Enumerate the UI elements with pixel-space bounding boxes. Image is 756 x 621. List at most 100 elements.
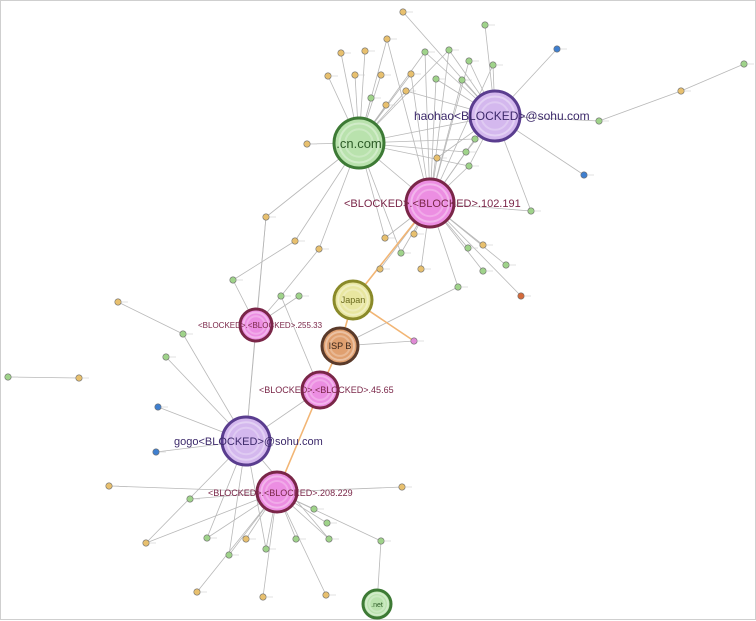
graph-node-small[interactable] xyxy=(481,21,495,29)
graph-node-small[interactable] xyxy=(407,70,421,78)
graph-node-small[interactable] xyxy=(262,213,276,221)
graph-node-small[interactable] xyxy=(154,403,168,411)
graph-node-small[interactable] xyxy=(465,162,479,170)
graph-node-small[interactable] xyxy=(402,87,416,95)
graph-node-small[interactable] xyxy=(417,265,431,273)
graph-node-small[interactable] xyxy=(162,353,176,361)
graph-node-small[interactable] xyxy=(398,483,412,491)
graph-node-label: .cn.com xyxy=(336,136,382,151)
graph-node-small[interactable] xyxy=(383,35,397,43)
graph-node-small[interactable] xyxy=(382,101,396,109)
graph-node-small[interactable] xyxy=(242,535,256,543)
graph-node-small[interactable] xyxy=(377,71,391,79)
graph-node-small[interactable] xyxy=(479,241,493,249)
graph-node-small[interactable] xyxy=(114,298,128,306)
graph-node-small[interactable] xyxy=(152,448,166,456)
graph-node-small[interactable] xyxy=(229,276,243,284)
graph-node-small[interactable] xyxy=(323,519,337,527)
graph-node-ip45[interactable]: <BLOCKED>.<BLOCKED>.45.65 xyxy=(259,370,394,410)
graph-node-small[interactable] xyxy=(399,8,413,16)
graph-node-ip208[interactable]: <BLOCKED>.<BLOCKED>.208.229 xyxy=(208,470,353,514)
graph-node-small[interactable] xyxy=(179,330,193,338)
graph-node-small[interactable] xyxy=(677,87,691,95)
graph-node-small[interactable] xyxy=(291,237,305,245)
graph-node-small[interactable] xyxy=(421,48,435,56)
graph-node-small[interactable] xyxy=(337,49,351,57)
graph-node-small[interactable] xyxy=(479,267,493,275)
graph-node-label: Japan xyxy=(341,295,366,305)
graph-edge xyxy=(145,491,278,544)
graph-node-label: .net xyxy=(371,602,383,609)
graph-node-small[interactable] xyxy=(410,230,424,238)
graph-node-small[interactable] xyxy=(740,60,754,68)
graph-node-small[interactable] xyxy=(595,117,609,125)
graph-node-small[interactable] xyxy=(580,171,594,179)
graph-node-small[interactable] xyxy=(193,588,207,596)
graph-node-small[interactable] xyxy=(433,154,447,162)
graph-node-small[interactable] xyxy=(292,535,306,543)
graph-node-net[interactable]: .net xyxy=(361,588,393,620)
small-nodes-layer xyxy=(4,8,754,601)
graph-node-small[interactable] xyxy=(4,373,18,381)
graph-edge xyxy=(598,90,682,122)
graph-node-small[interactable] xyxy=(381,234,395,242)
graph-node-small[interactable] xyxy=(259,593,273,601)
graph-node-ip255[interactable]: <BLOCKED>.<BLOCKED>.255.33 xyxy=(198,307,323,343)
graph-node-small[interactable] xyxy=(105,482,119,490)
graph-node-small[interactable] xyxy=(303,140,317,148)
graph-edge xyxy=(339,286,459,347)
graph-edge xyxy=(232,240,296,281)
graph-edge xyxy=(280,248,320,297)
graph-node-ip102[interactable]: <BLOCKED>.<BLOCKED>.102.191 xyxy=(344,177,521,229)
graph-node-label: <BLOCKED>.<BLOCKED>.45.65 xyxy=(259,385,394,395)
graph-node-small[interactable] xyxy=(367,94,381,102)
graph-node-small[interactable] xyxy=(454,283,468,291)
graph-node-small[interactable] xyxy=(445,46,459,54)
graph-node-small[interactable] xyxy=(142,539,156,547)
graph-node-small[interactable] xyxy=(489,61,503,69)
graph-node-small[interactable] xyxy=(325,535,339,543)
graph-node-haohao[interactable]: haohao<BLOCKED>@sohu.com xyxy=(414,89,590,143)
graph-node-label: <BLOCKED>.<BLOCKED>.208.229 xyxy=(208,488,353,498)
graph-node-small[interactable] xyxy=(277,292,291,300)
graph-node-label: <BLOCKED>.<BLOCKED>.102.191 xyxy=(344,198,521,210)
graph-node-small[interactable] xyxy=(517,292,531,300)
graph-node-small[interactable] xyxy=(462,148,476,156)
graph-node-small[interactable] xyxy=(502,261,516,269)
graph-node-small[interactable] xyxy=(361,47,375,55)
graph-node-isp[interactable]: ISP B xyxy=(320,326,360,366)
graph-node-small[interactable] xyxy=(553,45,567,53)
graph-node-small[interactable] xyxy=(295,292,309,300)
graph-node-small[interactable] xyxy=(464,244,478,252)
graph-node-small[interactable] xyxy=(527,207,541,215)
graph-node-small[interactable] xyxy=(75,374,89,382)
graph-node-small[interactable] xyxy=(397,249,411,257)
graph-node-japan[interactable]: Japan xyxy=(332,279,374,321)
graph-node-small[interactable] xyxy=(351,71,365,79)
hub-nodes-layer: .cn.com haohao<BLOCKED>@sohu.com <BLOCKED>… xyxy=(174,89,590,620)
graph-node-cn[interactable]: .cn.com xyxy=(332,116,386,170)
graph-node-gogo[interactable]: gogo<BLOCKED>@sohu.com xyxy=(174,415,323,467)
graph-node-label: haohao<BLOCKED>@sohu.com xyxy=(414,109,590,123)
graph-node-small[interactable] xyxy=(432,75,446,83)
graph-node-label: gogo<BLOCKED>@sohu.com xyxy=(174,436,323,448)
graph-edge xyxy=(117,301,184,335)
graph-node-small[interactable] xyxy=(458,76,472,84)
graph-node-small[interactable] xyxy=(203,534,217,542)
graph-node-small[interactable] xyxy=(225,551,239,559)
graph-node-small[interactable] xyxy=(377,537,391,545)
graph-node-small[interactable] xyxy=(322,591,336,599)
graph-node-small[interactable] xyxy=(324,72,338,80)
graph-node-small[interactable] xyxy=(410,337,424,345)
graph-edge xyxy=(429,49,451,204)
graph-node-small[interactable] xyxy=(315,245,329,253)
graph-node-small[interactable] xyxy=(465,57,479,65)
graph-node-label: <BLOCKED>.<BLOCKED>.255.33 xyxy=(198,321,323,330)
graph-node-small[interactable] xyxy=(376,265,390,273)
graph-edge xyxy=(7,376,80,380)
graph-node-small[interactable] xyxy=(310,505,324,513)
graph-node-small[interactable] xyxy=(186,495,200,503)
graph-node-small[interactable] xyxy=(262,545,276,553)
